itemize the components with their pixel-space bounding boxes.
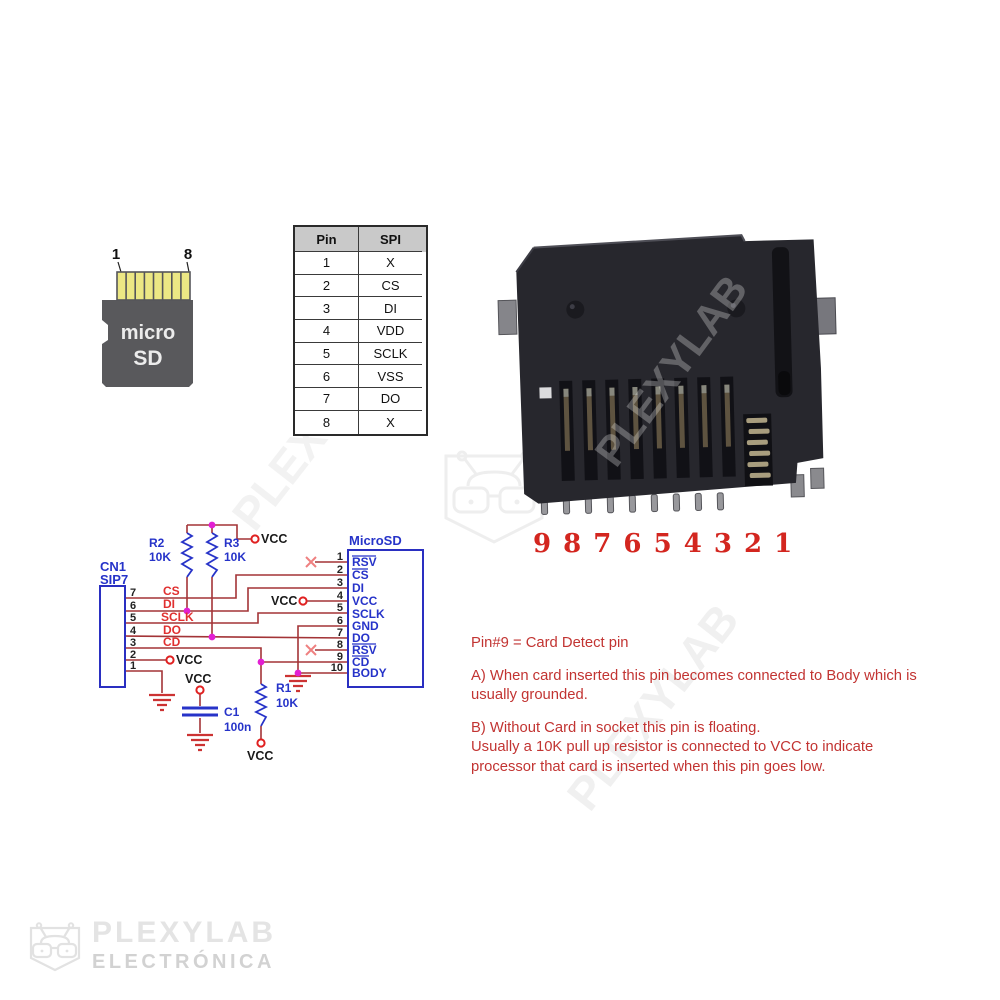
svg-text:CS: CS [163,584,180,598]
svg-text:GND: GND [352,619,379,633]
table-row: 6 VSS [295,365,426,389]
svg-text:6: 6 [337,615,343,627]
svg-text:3: 3 [130,637,136,649]
spi-pinout-table: Pin SPI 1 X 2 CS 3 DI 4 VDD 5 SCLK 6 VSS… [293,225,428,436]
svg-text:CD: CD [352,655,370,669]
notes-paragraph-b: B) Without Card in socket this pin is fl… [471,719,874,775]
svg-text:7: 7 [337,627,343,639]
vcc-label-c1: VCC [185,672,211,686]
table-row: 1 X [295,252,426,275]
r3-ref: R3 [224,536,240,550]
svg-text:3: 3 [337,577,343,589]
svg-text:4: 4 [337,590,344,602]
brand-subtitle: ELECTRÓNICA [92,951,275,973]
svg-text:RSV: RSV [352,555,377,569]
microsd-pin-numbers: 1 2 3 4 5 6 7 8 9 10 [331,551,344,674]
notes-title: Pin#9 = Card Detect pin [471,635,629,651]
svg-text:1: 1 [337,551,343,563]
svg-text:2: 2 [337,564,343,576]
capacitor-symbol [182,706,218,717]
signal-overlines [352,555,376,657]
card-label-line1: micro [121,322,175,344]
junction-dots [183,521,302,677]
cn1-connector-box [99,585,126,688]
svg-text:2: 2 [130,649,136,661]
svg-text:SCLK: SCLK [161,610,194,624]
vcc-label-rail: VCC [261,532,287,546]
svg-text:SCLK: SCLK [352,607,385,621]
svg-text:8: 8 [337,639,343,651]
table-row: 4 VDD [295,320,426,343]
r2-ref: R2 [149,536,165,550]
brand-name: PLEXYLAB [92,916,277,949]
r1-ref: R1 [276,681,292,695]
svg-text:VCC: VCC [352,594,378,608]
svg-text:DO: DO [352,631,370,645]
svg-text:10: 10 [331,662,343,674]
vcc-label-pin2: VCC [176,653,202,667]
vcc-label-r1: VCC [247,749,273,763]
vcc-terminals [165,534,308,748]
cn1-type: SIP7 [100,572,128,587]
c1-value: 100n [224,720,251,734]
cn1-ref: CN1 [100,559,126,574]
socket-pin-order-numbers: 9 8 7 6 5 4 3 2 1 [533,529,794,559]
cn1-pin-numbers: 7 6 5 4 3 2 1 [130,587,137,672]
microsd-socket-photo: PLEXYLAB [497,234,837,515]
svg-text:5: 5 [337,602,343,614]
r1-value: 10K [276,696,298,710]
r2-value: 10K [149,550,171,564]
table-row: 8 X [295,410,426,434]
microsd-card-illustration: 1 8 micro SD [102,246,193,387]
svg-text:RSV: RSV [352,643,377,657]
svg-text:DI: DI [352,581,364,595]
card-body [102,300,193,387]
svg-text:5: 5 [130,612,136,624]
r3-value: 10K [224,550,246,564]
notes-paragraph-a: A) When card inserted this pin becomes c… [471,667,917,704]
robot-face-icon [29,922,81,972]
svg-text:DO: DO [163,623,181,637]
svg-text:9: 9 [337,651,343,663]
socket-contact-slots [559,376,736,482]
microsd-schematic: CN1 SIP7 7 6 5 4 3 2 1 CS DI SCLK DO CD … [99,521,424,763]
card-label-line2: SD [133,347,162,370]
svg-text:1: 1 [130,660,136,672]
table-row: 5 SCLK [295,342,426,366]
table-row: 3 DI [295,297,426,321]
table-header-row: Pin SPI [295,227,426,252]
card-pin1-label: 1 [112,246,120,263]
signal-labels: CS DI SCLK DO CD [161,584,194,649]
socket-eject-spring [743,413,774,487]
schematic-wires [124,524,349,739]
vcc-label-pin4: VCC [271,594,297,608]
svg-text:CS: CS [352,568,369,582]
resistor-symbols [180,532,269,727]
c1-ref: C1 [224,705,240,719]
svg-text:4: 4 [130,625,137,637]
table-row: 7 DO [295,388,426,411]
svg-text:DI: DI [163,597,175,611]
microsd-pin-names: RSV CS DI VCC SCLK GND DO RSV CD BODY [352,555,387,680]
microsd-symbol-box [347,549,424,688]
microsd-symbol-title: MicroSD [349,533,402,548]
card-pin8-label: 8 [184,246,192,263]
no-connect-x-marks [305,556,317,656]
col-header-pin: Pin [295,227,359,252]
svg-text:6: 6 [130,600,136,612]
card-detect-notes: Pin#9 = Card Detect pin A) When card ins… [471,634,941,790]
svg-text:BODY: BODY [352,666,387,680]
plexylab-brand-logo: PLEXYLAB ELECTRÓNICA [26,918,276,976]
svg-text:7: 7 [130,587,136,599]
socket-slide-slot [771,247,793,398]
svg-text:CD: CD [163,635,181,649]
table-row: 2 CS [295,274,426,298]
col-header-spi: SPI [359,227,422,252]
